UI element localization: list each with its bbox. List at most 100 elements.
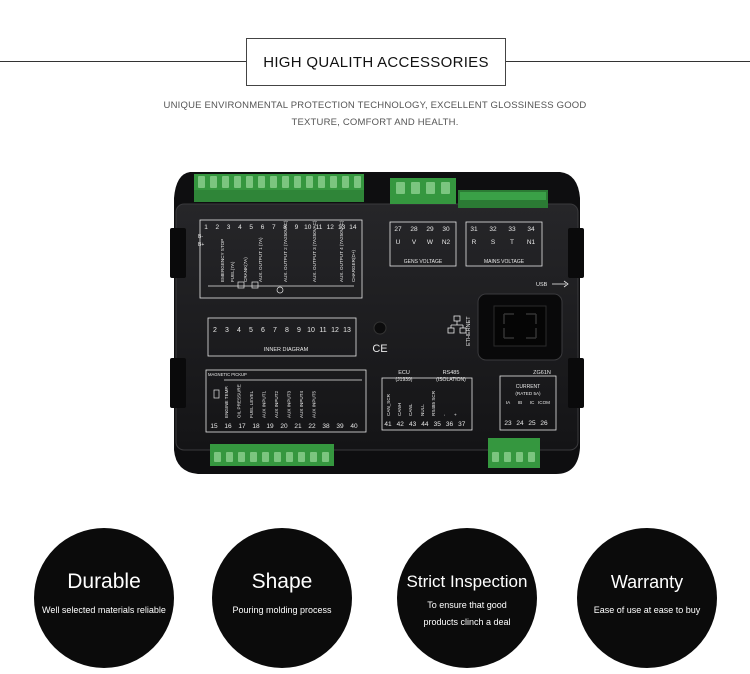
feature-title: Durable [67,570,141,593]
feature-title: Strict Inspection [406,572,528,591]
terminal-number: 43 [409,421,417,428]
terminal-screw [528,452,535,462]
rated-label: (RATED 5A) [515,391,541,396]
terminal-number: 17 [238,423,246,430]
feature-warranty: Warranty Ease of use at ease to buy [577,528,717,668]
inner-terminal-number: 9 [297,327,301,334]
usb-label: USB [536,282,548,288]
feature-durable: Durable Well selected materials reliable [34,528,174,668]
section-title: HIGH QUALITH ACCESSORIES [246,38,506,86]
terminal-number: 37 [458,421,466,428]
subtitle-line-1: UNIQUE ENVIRONMENTAL PROTECTION TECHNOLO… [163,100,587,111]
can-label: CANL [408,403,413,416]
feature-description: Ease of use at ease to buy [593,605,701,615]
inner-terminal-number: 2 [213,327,217,334]
terminal-screw [504,452,511,462]
terminal-number: 25 [528,420,536,427]
terminal-screw [310,452,317,462]
feature-title: Warranty [610,572,684,592]
terminal-number: 21 [294,423,302,430]
terminal-number: 18 [252,423,260,430]
inner-terminal-number: 5 [249,327,253,334]
phase-label: W [427,239,434,246]
aux-output-3-label: AUX. OUTPUT 3 (7A250VAC) [312,220,317,282]
terminal-screw [492,452,499,462]
current-label: CURRENT [516,384,540,390]
terminal-number: 32 [489,226,497,233]
aux-output-4-label: AUX. OUTPUT 4 (7A250VAC) [339,220,344,282]
terminal-number: 23 [504,420,512,427]
can-label: CAN_SCR [386,393,391,416]
input-label: AUX INPUT2 [274,390,279,418]
feature-strict-inspection: Strict Inspection To ensure that good pr… [397,528,537,668]
current-phase-label: IB [518,400,522,405]
feature-description: Well selected materials reliable [42,605,166,615]
inner-diagram-label: INNER DIAGRAM [264,347,309,353]
terminal-block-top-left [194,174,364,202]
phase-label: R [472,239,477,246]
ethernet-label: ETHERNET [466,316,472,346]
magnetic-pickup-label: MAGNETIC PICKUP [208,372,247,377]
charger-label: CHARGER(D+) [351,249,356,282]
feature-description-line-1: To ensure that good [427,600,507,610]
phase-label: N1 [527,239,536,246]
rs485-label: RS485 [443,370,460,376]
terminal-screw [270,176,277,188]
terminal-number: 39 [336,423,344,430]
ecu-label: ECU [398,370,410,376]
model-label: ZG61N [533,370,551,376]
terminal-number: 2 [215,224,219,231]
terminal-screw [246,176,253,188]
ethernet-port [477,293,563,361]
input-label: AUX INPUT4 [299,390,304,418]
inner-terminal-number: 10 [307,327,315,334]
terminal-screw [516,452,523,462]
rs485-label: RS485 SCR [431,390,436,416]
terminal-screw [274,452,281,462]
terminal-number: 22 [308,423,316,430]
feature-description: Pouring molding process [232,605,332,615]
aux-output-2-label: AUX. OUTPUT 2 (7A250VAC) [283,220,288,282]
terminal-number: 29 [426,226,434,233]
header-rule-left [0,61,246,62]
terminal-number: 9 [295,224,299,231]
inner-terminal-number: 11 [319,327,326,334]
terminal-number: 33 [508,226,516,233]
header-rule-right [504,61,750,62]
terminal-number: 3 [227,224,231,231]
terminal-number: 1 [204,224,208,231]
terminal-number: 5 [249,224,253,231]
terminal-screw [306,176,313,188]
terminal-number: 15 [210,423,218,430]
terminal-number: 36 [446,421,454,428]
terminal-screw [330,176,337,188]
subtitle-line-2: TEXTURE, COMFORT AND HEALTH. [291,117,459,128]
phase-label: N2 [442,239,451,246]
usb-icon [552,280,569,288]
current-phase-label: ICOM [538,400,550,405]
inner-terminal-number: 3 [225,327,229,334]
terminal-screw [234,176,241,188]
feature-title: Shape [251,570,313,593]
terminal-number: 41 [384,421,392,428]
phase-label: V [412,239,417,246]
terminal-screw [222,176,229,188]
terminal-screw [286,452,293,462]
terminal-number: 14 [349,224,357,231]
terminal-number: 34 [527,226,535,233]
mains-voltage-label: MAINS VOLTAGE [484,259,525,265]
terminal-number: 11 [316,224,323,231]
terminal-screw [298,452,305,462]
phase-label: S [491,239,496,246]
terminal-number: 10 [304,224,312,231]
current-phase-label: IC [530,400,535,405]
terminal-number: 40 [350,423,358,430]
ethernet-network-icon [447,315,467,334]
terminal-screw [322,452,329,462]
rs485-label: + [453,413,458,416]
terminal-number: 27 [394,226,402,233]
terminal-screw [354,176,361,188]
terminal-screw [396,182,405,194]
terminal-number: 12 [327,224,335,231]
